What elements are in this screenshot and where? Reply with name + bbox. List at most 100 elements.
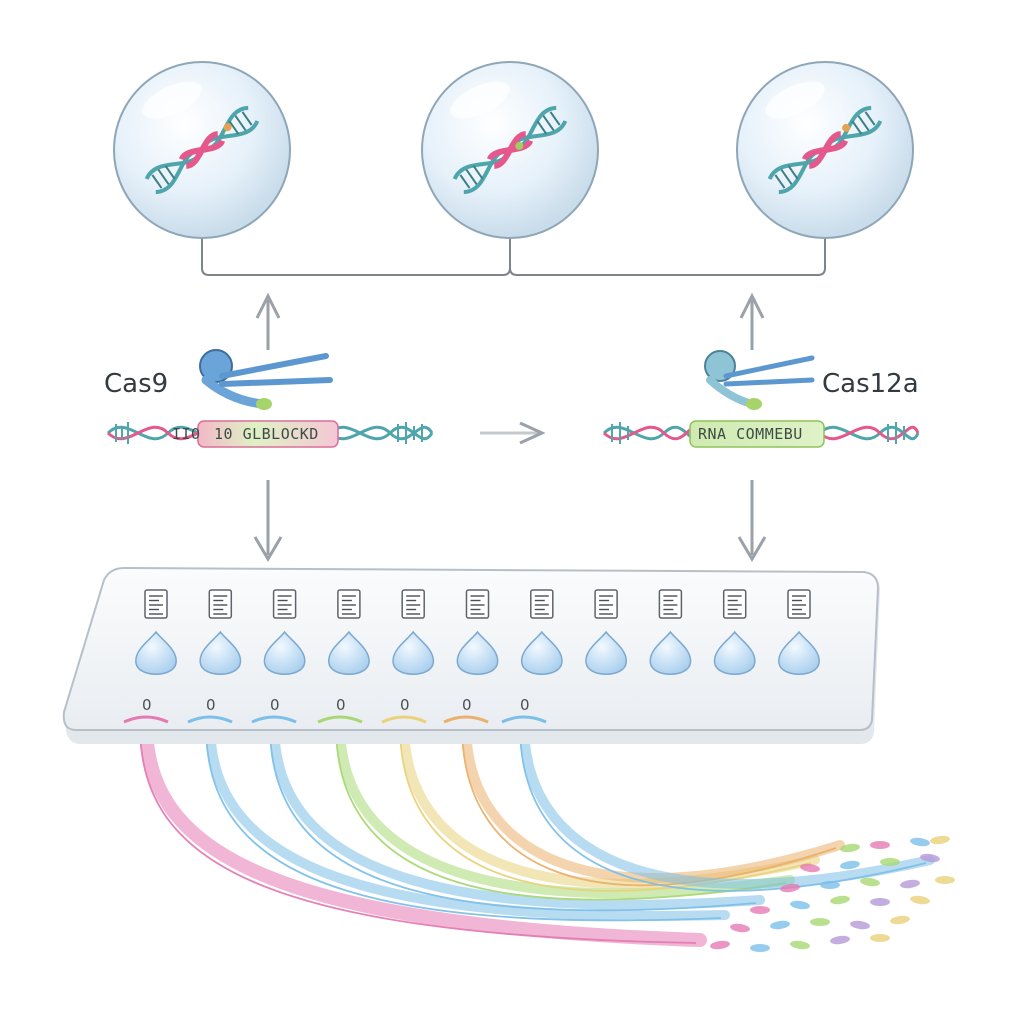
dna-helix-icon [144, 105, 260, 195]
well-9 [649, 589, 692, 675]
droplet [880, 858, 900, 866]
stream-line [335, 719, 795, 899]
cas12a-target-sequence: RNA COMMEBU [698, 425, 803, 443]
outlet-label: 0 [336, 696, 346, 714]
cell-sphere-right [736, 61, 914, 239]
stream-edge [269, 723, 757, 912]
arrow-up-icon [739, 292, 765, 350]
outlet-label: 0 [142, 696, 152, 714]
sample-card-icon [401, 589, 425, 619]
well-1 [135, 589, 177, 675]
sample-well-icon [328, 630, 370, 675]
sample-well-icon [778, 630, 820, 675]
well-7 [521, 589, 563, 675]
stream-edge [461, 723, 837, 887]
output-streams [139, 717, 935, 947]
outlet-lip [123, 715, 169, 724]
well-5 [392, 589, 434, 675]
stream-line [519, 719, 935, 889]
stream-line [139, 717, 707, 947]
outlet-6: 0 [443, 696, 489, 724]
droplet [830, 895, 850, 905]
outlet-1: 0 [123, 696, 169, 724]
stream-line [205, 719, 730, 921]
dna-helix-icon [767, 105, 883, 195]
droplet [850, 920, 870, 930]
sample-well-icon [521, 630, 563, 675]
sample-well-icon [199, 630, 242, 675]
sample-well-icon [392, 630, 434, 675]
droplet [870, 934, 890, 942]
outlet-lip [381, 715, 427, 724]
sample-card-icon [465, 589, 490, 619]
sample-well-icon [135, 630, 177, 675]
droplet [840, 860, 860, 870]
well-4 [328, 589, 370, 675]
sample-card-icon [722, 589, 747, 619]
cas9-target-sequence: 10 GLBLOCKD [214, 425, 319, 443]
outlet-lip [187, 715, 233, 724]
well-3 [263, 589, 306, 675]
cas9-enzyme-icon [199, 349, 333, 410]
outlet-row: 0 0 0 0 0 0 0 [123, 696, 547, 724]
droplet [910, 837, 930, 847]
outlet-4: 0 [317, 696, 363, 724]
droplet [900, 879, 920, 889]
droplet [810, 918, 830, 926]
well-6 [456, 589, 499, 675]
outlet-label: 0 [462, 696, 472, 714]
cell-sphere-center [421, 61, 599, 239]
well-plate: 0 0 0 0 0 0 0 [62, 566, 881, 744]
outlet-3: 0 [251, 696, 297, 724]
sphere-connector-line [509, 238, 826, 276]
droplet [935, 876, 955, 884]
well-row [135, 589, 820, 675]
outlet-2: 0 [187, 696, 233, 724]
outlet-label: 0 [400, 696, 410, 714]
dna-helix-icon [452, 105, 568, 195]
droplet [870, 898, 890, 906]
droplet [910, 895, 930, 905]
droplet [770, 920, 790, 930]
sample-card-icon [594, 589, 618, 619]
droplet [830, 935, 850, 945]
droplet [710, 940, 730, 950]
sample-well-icon [585, 630, 627, 675]
sample-card-icon [144, 589, 168, 619]
droplet [930, 835, 950, 845]
stream-line [461, 719, 845, 884]
well-8 [585, 589, 627, 675]
sample-card-icon [272, 589, 297, 619]
droplet [730, 923, 750, 933]
sample-well-icon [456, 630, 499, 675]
sample-card-icon [337, 589, 361, 619]
cas12a-label: Cas12a [822, 369, 919, 399]
sample-card-icon [658, 589, 683, 619]
dna-strand-left [106, 420, 434, 448]
stream-edge [205, 723, 722, 922]
arrow-up-icon [255, 292, 281, 350]
stream-line [269, 719, 765, 910]
outlet-7: 0 [501, 696, 547, 724]
sphere-connector-line [201, 238, 511, 276]
outlet-lip [251, 715, 297, 724]
droplet [790, 940, 810, 950]
outlet-label: 0 [520, 696, 530, 714]
well-11 [778, 589, 820, 675]
cell-sphere-left [113, 61, 291, 239]
cas9-label: Cas9 [104, 369, 168, 399]
droplet [790, 900, 810, 910]
sample-card-icon [208, 589, 233, 619]
droplet [860, 877, 880, 887]
droplet-cluster [710, 835, 955, 952]
outlet-lip [501, 715, 547, 724]
outlet-label: 0 [270, 696, 280, 714]
sample-card-icon [530, 589, 554, 619]
arrow-down-icon [737, 480, 767, 562]
droplet [890, 915, 910, 925]
droplet [820, 881, 840, 889]
droplet [780, 883, 800, 893]
outlet-5: 0 [381, 696, 427, 724]
dna-prefix-label: IIO [172, 425, 201, 443]
